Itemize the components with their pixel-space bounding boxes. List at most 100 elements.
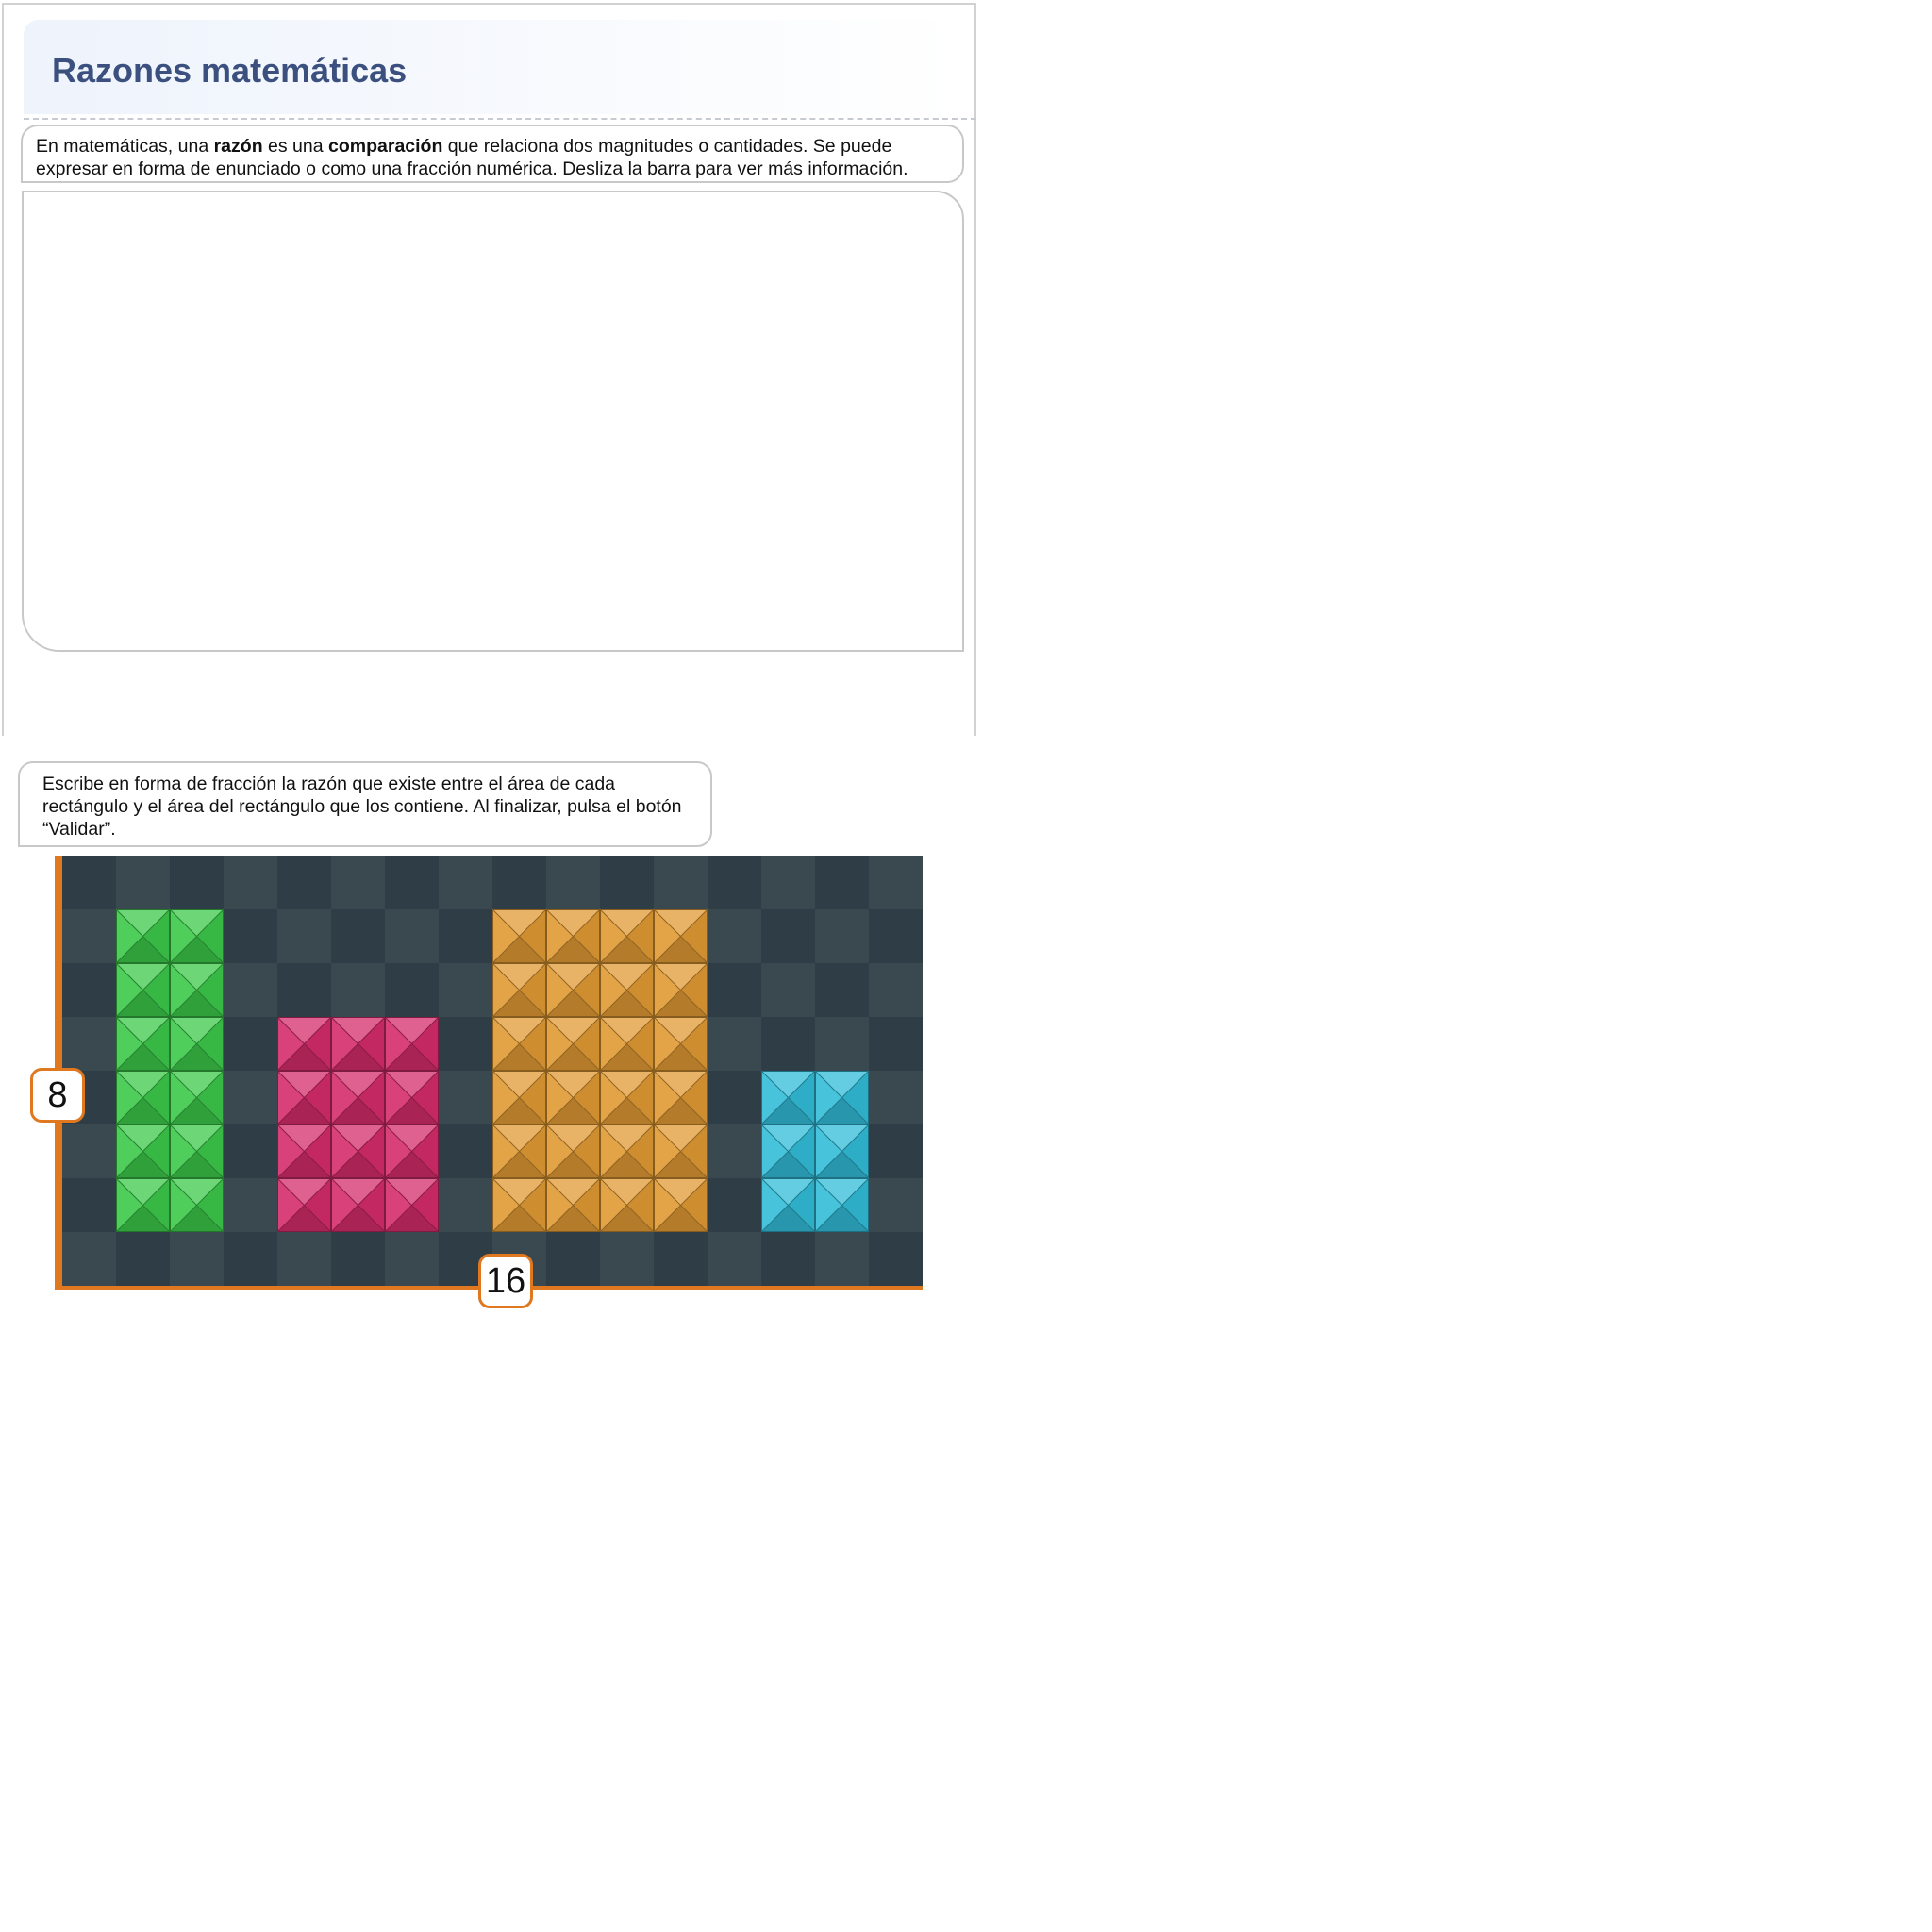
orange-rectangle-tile: [492, 1017, 520, 1071]
grid-cell: [116, 856, 170, 909]
orange-rectangle-tile: [654, 909, 708, 937]
cyan-rectangle-tile: [815, 1205, 869, 1232]
green-rectangle-tile-edge: [169, 1070, 225, 1125]
orange-rectangle-tile-edge: [599, 962, 655, 1018]
cyan-rectangle-tile: [761, 1071, 789, 1124]
cyan-rectangle-tile-edge: [760, 1070, 816, 1125]
pink-rectangle-tile: [277, 1071, 331, 1098]
green-rectangle-tile: [170, 1178, 197, 1232]
cyan-rectangle-tile: [761, 1124, 815, 1152]
orange-rectangle-tile: [600, 963, 654, 991]
cyan-rectangle-tile: [815, 1097, 869, 1124]
orange-rectangle-tile-border: [600, 1178, 654, 1232]
grid-cell: [385, 909, 439, 963]
orange-rectangle-tile-edge: [545, 1016, 601, 1072]
orange-rectangle-tile: [519, 1017, 546, 1071]
pink-rectangle-tile-edge: [384, 1124, 440, 1179]
orange-rectangle-tile: [492, 1071, 546, 1098]
orange-rectangle-tile: [600, 1124, 654, 1152]
pink-rectangle-tile: [277, 1043, 331, 1071]
grid-cell: [761, 1232, 815, 1286]
pink-rectangle-tile: [277, 1017, 331, 1044]
green-rectangle-tile: [116, 990, 170, 1017]
pink-rectangle-tile: [385, 1017, 439, 1044]
pink-rectangle-tile: [385, 1097, 439, 1124]
cyan-rectangle-tile: [761, 1205, 815, 1232]
orange-rectangle-tile: [492, 1205, 546, 1232]
orange-rectangle-tile: [600, 1071, 627, 1124]
orange-rectangle-tile: [492, 909, 546, 937]
orange-rectangle-tile: [492, 1124, 520, 1178]
green-rectangle-tile-edge: [169, 1016, 225, 1072]
cyan-rectangle-tile-edge: [760, 1177, 816, 1233]
ratio-grid: [55, 856, 923, 1290]
pink-rectangle-tile-border: [385, 1017, 439, 1071]
activity-instruction: Escribe en forma de fracción la razón qu…: [18, 761, 712, 847]
green-rectangle-tile: [116, 936, 170, 963]
orange-rectangle-tile: [654, 1097, 708, 1124]
grid-cell: [277, 909, 331, 963]
green-rectangle-tile: [116, 1017, 170, 1044]
pink-rectangle-tile: [277, 1097, 331, 1124]
orange-rectangle-tile: [626, 963, 654, 1017]
pink-rectangle-tile: [331, 1124, 358, 1178]
green-rectangle-tile: [116, 1124, 143, 1178]
orange-rectangle-tile: [546, 909, 600, 937]
grid-cell: [815, 909, 869, 963]
pink-rectangle-tile: [331, 1178, 358, 1232]
grid-cell: [62, 1017, 116, 1071]
green-rectangle-tile-border: [116, 1178, 170, 1232]
green-rectangle-tile-edge: [169, 1177, 225, 1233]
orange-rectangle-tile: [546, 1124, 574, 1178]
pink-rectangle-tile-border: [331, 1178, 385, 1232]
orange-rectangle-tile: [492, 963, 546, 991]
grid-cell: [224, 1071, 277, 1124]
orange-rectangle-tile: [680, 963, 708, 1017]
pink-rectangle-tile-edge: [276, 1016, 332, 1072]
grid-cell: [62, 1124, 116, 1178]
pink-rectangle-tile: [277, 1124, 305, 1178]
orange-rectangle-tile: [654, 1151, 708, 1178]
pink-rectangle-tile-border: [385, 1178, 439, 1232]
pink-rectangle-tile: [304, 1124, 331, 1178]
pink-rectangle-tile: [385, 1178, 412, 1232]
green-rectangle-tile-edge: [115, 1016, 171, 1072]
grid-cell: [62, 1232, 116, 1286]
grid-cell: [62, 1178, 116, 1232]
green-rectangle-tile: [142, 909, 170, 963]
orange-rectangle-tile: [600, 909, 627, 963]
grid-cell: [869, 1232, 923, 1286]
green-rectangle-tile-border: [116, 909, 170, 963]
cyan-rectangle-tile: [788, 1071, 815, 1124]
pink-rectangle-tile-border: [385, 1124, 439, 1178]
grid-cell: [385, 963, 439, 1017]
pink-rectangle-tile: [304, 1017, 331, 1071]
pink-rectangle-tile: [385, 1071, 439, 1098]
orange-rectangle-tile: [654, 963, 708, 991]
orange-rectangle-tile: [600, 1043, 654, 1071]
green-rectangle-tile: [142, 1124, 170, 1178]
pink-rectangle-tile: [358, 1124, 385, 1178]
grid-cell: [869, 1017, 923, 1071]
orange-rectangle-tile: [600, 1097, 654, 1124]
pink-rectangle-tile: [331, 1043, 385, 1071]
cyan-rectangle-tile-border: [815, 1124, 869, 1178]
orange-rectangle-tile-edge: [491, 962, 547, 1018]
orange-rectangle-tile-edge: [599, 1177, 655, 1233]
info-slider-panel[interactable]: [22, 191, 964, 652]
green-rectangle-tile: [142, 1178, 170, 1232]
orange-rectangle-tile: [680, 1124, 708, 1178]
orange-rectangle-tile: [600, 1017, 654, 1044]
pink-rectangle-tile-edge: [276, 1177, 332, 1233]
green-rectangle-tile: [196, 909, 224, 963]
grid-cell: [277, 963, 331, 1017]
grid-cell: [815, 963, 869, 1017]
green-rectangle-tile: [170, 1097, 224, 1124]
green-rectangle-tile: [116, 1178, 170, 1206]
cyan-rectangle-tile-edge: [760, 1124, 816, 1179]
orange-rectangle-tile-border: [546, 1178, 600, 1232]
orange-rectangle-tile: [573, 1017, 600, 1071]
grid-cell: [869, 1071, 923, 1124]
intro-text: que relaciona dos magnitudes o cantidade…: [36, 136, 908, 179]
green-rectangle-tile-border: [116, 1071, 170, 1124]
